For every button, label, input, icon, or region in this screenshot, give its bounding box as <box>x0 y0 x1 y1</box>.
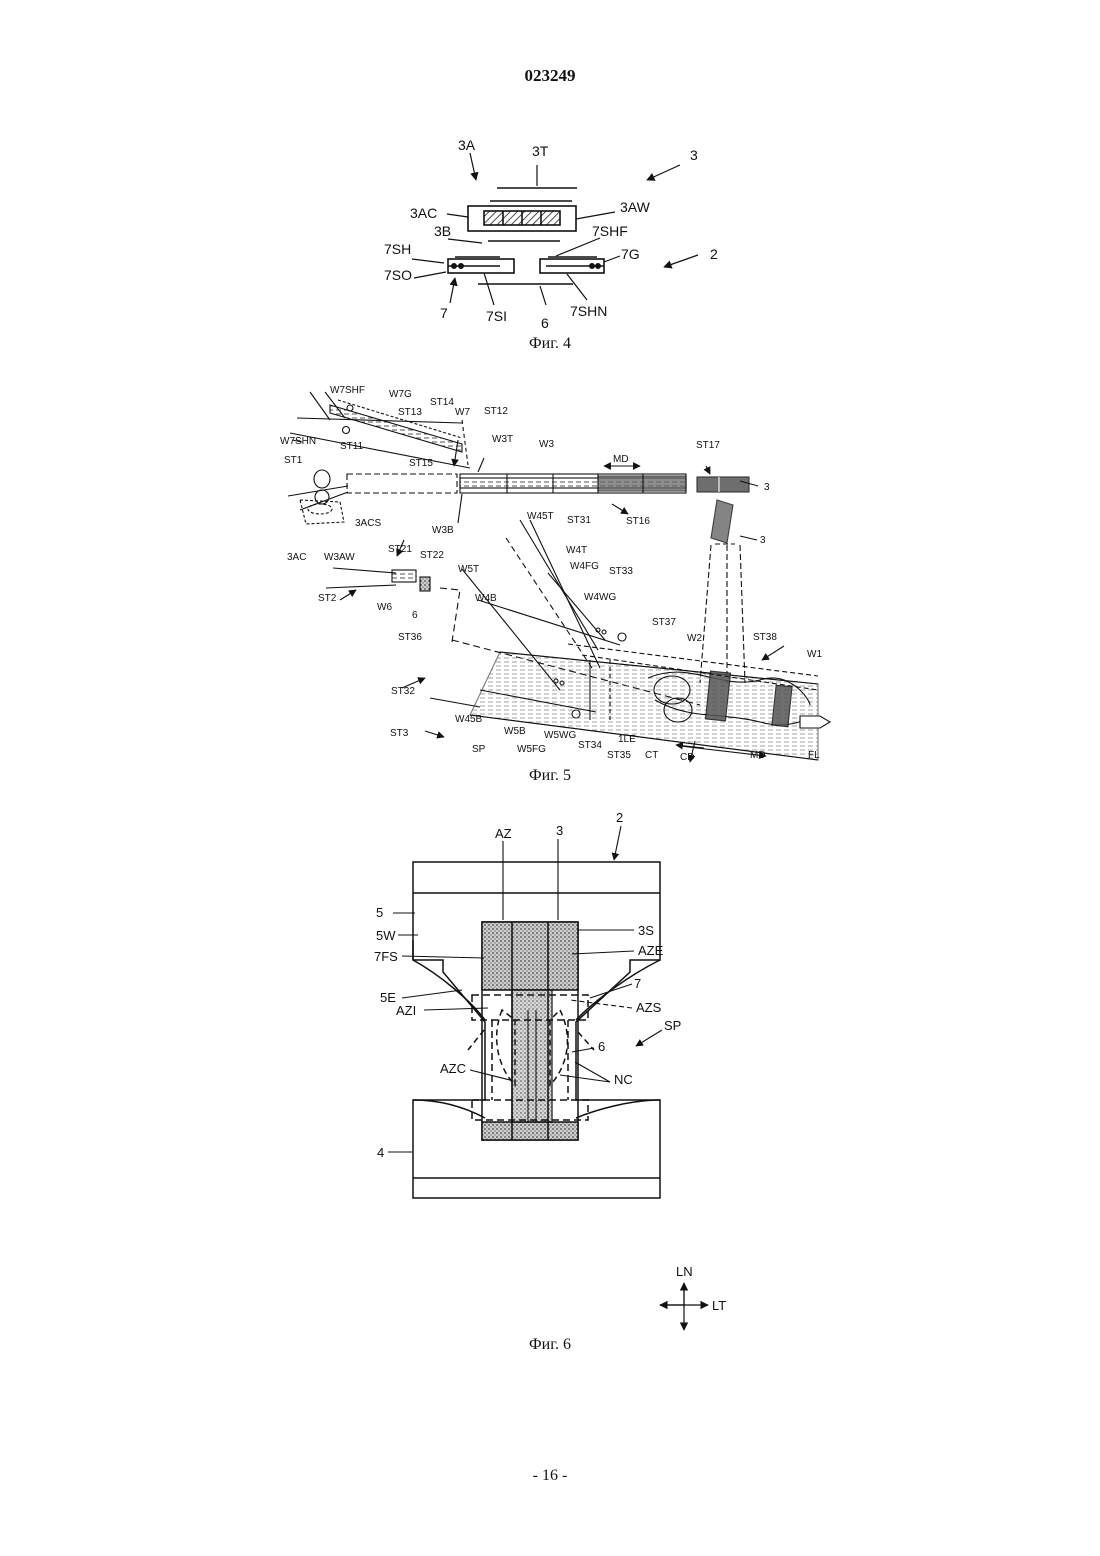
label-W3T: W3T <box>492 434 513 445</box>
label-6: 6 <box>541 315 549 331</box>
label-W7SHN: W7SHN <box>280 436 316 447</box>
label-ST15: ST15 <box>409 458 433 469</box>
label-3AC: 3AC <box>410 205 437 221</box>
figure-5-caption: Фиг. 5 <box>0 767 1100 785</box>
label-LN: LN <box>676 1264 693 1279</box>
label-ST22: ST22 <box>420 550 444 561</box>
label-ST1: ST1 <box>284 455 303 466</box>
label-7SI: 7SI <box>486 308 507 324</box>
label-ST13: ST13 <box>398 407 422 418</box>
label-3-top: 3 <box>764 482 770 493</box>
label-7: 7 <box>440 305 448 321</box>
label-W3AW: W3AW <box>324 552 355 563</box>
label-ST35: ST35 <box>607 750 631 761</box>
label-W45T: W45T <box>527 511 554 522</box>
label-3: 3 <box>690 147 698 163</box>
label-3S: 3S <box>638 923 654 938</box>
label-AZI: AZI <box>396 1003 416 1018</box>
label-AZE: AZE <box>638 943 664 958</box>
label-W3: W3 <box>539 439 554 450</box>
label-1LE: 1LE <box>618 734 636 745</box>
label-MD-top: MD <box>613 454 629 465</box>
label-W4B: W4B <box>475 593 497 604</box>
label-ST14: ST14 <box>430 397 454 408</box>
label-3AW: 3AW <box>620 199 651 215</box>
label-3-right: 3 <box>760 535 766 546</box>
label-NC: NC <box>614 1072 633 1087</box>
label-W45B: W45B <box>455 714 483 725</box>
label-CT: CT <box>645 750 658 761</box>
label-ST36: ST36 <box>398 632 422 643</box>
figure-6-caption: Фиг. 6 <box>0 1336 1100 1354</box>
label-ST37: ST37 <box>652 617 676 628</box>
label-W5T: W5T <box>458 564 479 575</box>
label-SP: SP <box>472 744 486 755</box>
label-ST33: ST33 <box>609 566 633 577</box>
label-7SHN: 7SHN <box>570 303 607 319</box>
label-5W: 5W <box>376 928 396 943</box>
label-ST31: ST31 <box>567 515 591 526</box>
label-W6: W6 <box>377 602 392 613</box>
label-W5FG: W5FG <box>517 744 546 755</box>
label-AZS: AZS <box>636 1000 662 1015</box>
figure-4 <box>412 153 698 305</box>
label-ST3: ST3 <box>390 728 409 739</box>
label-ST38: ST38 <box>753 632 777 643</box>
label-ST17: ST17 <box>696 440 720 451</box>
label-2: 2 <box>710 246 718 262</box>
label-5: 5 <box>376 905 383 920</box>
label-W2: W2 <box>687 633 702 644</box>
label-W7G: W7G <box>389 389 412 400</box>
label-3B: 3B <box>434 223 451 239</box>
label-6: 6 <box>412 610 418 621</box>
label-W3B: W3B <box>432 525 454 536</box>
label-3: 3 <box>556 823 563 838</box>
label-7SHF: 7SHF <box>592 223 628 239</box>
label-7SO: 7SO <box>384 267 412 283</box>
label-3T: 3T <box>532 143 549 159</box>
label-W4T: W4T <box>566 545 587 556</box>
label-7FS: 7FS <box>374 949 398 964</box>
label-ST34: ST34 <box>578 740 602 751</box>
label-ST32: ST32 <box>391 686 415 697</box>
page-number: - 16 - <box>0 1467 1100 1485</box>
label-AZ: AZ <box>495 826 512 841</box>
label-AZC: AZC <box>440 1061 466 1076</box>
label-CD: CD <box>680 752 694 763</box>
label-FL: FL <box>808 750 820 761</box>
figure-4-labels: 3A 3T 3 3AC 3AW 3B 7SHF 7SH 7G 2 7SO 7 7… <box>384 137 718 331</box>
label-5E: 5E <box>380 990 396 1005</box>
label-7G: 7G <box>621 246 640 262</box>
label-4: 4 <box>377 1145 384 1160</box>
label-3A: 3A <box>458 137 476 153</box>
label-W5B: W5B <box>504 726 526 737</box>
label-2: 2 <box>616 810 623 825</box>
label-W1: W1 <box>807 649 822 660</box>
label-W4FG: W4FG <box>570 561 599 572</box>
label-SP: SP <box>664 1018 681 1033</box>
label-LT: LT <box>712 1298 726 1313</box>
figure-6 <box>388 826 708 1330</box>
label-MD-bottom: MD <box>750 750 766 761</box>
label-ST11: ST11 <box>340 441 364 452</box>
label-W7SHF: W7SHF <box>330 385 365 396</box>
label-ST16: ST16 <box>626 516 650 527</box>
label-ST12: ST12 <box>484 406 508 417</box>
label-ST21: ST21 <box>388 544 412 555</box>
label-7: 7 <box>634 976 641 991</box>
label-ST2: ST2 <box>318 593 337 604</box>
label-3ACS: 3ACS <box>355 518 381 529</box>
label-7SH: 7SH <box>384 241 411 257</box>
label-W5WG: W5WG <box>544 730 576 741</box>
label-6: 6 <box>598 1039 605 1054</box>
label-W4WG: W4WG <box>584 592 616 603</box>
figure-5 <box>288 392 830 762</box>
figure-4-caption: Фиг. 4 <box>0 335 1100 353</box>
label-W7: W7 <box>455 407 470 418</box>
label-3AC: 3AC <box>287 552 306 563</box>
